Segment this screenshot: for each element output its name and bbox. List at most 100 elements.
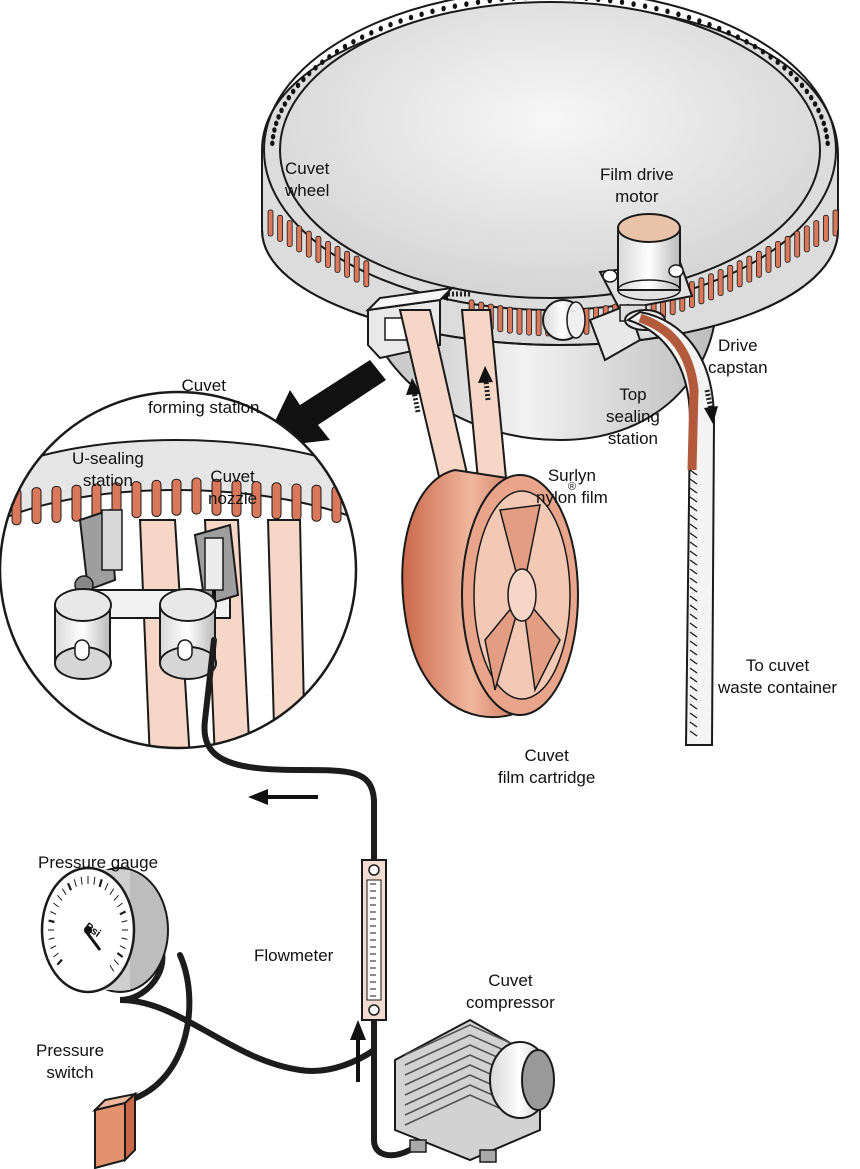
rim-hole bbox=[620, 0, 624, 5]
cuvet-slot bbox=[804, 226, 809, 252]
cuvet-slot bbox=[316, 236, 321, 262]
rim-hole bbox=[809, 95, 813, 101]
detail-cuvet-slot bbox=[172, 479, 181, 515]
rim-hole bbox=[631, 1, 635, 7]
cuvet-slot bbox=[699, 278, 704, 304]
rim-hole bbox=[823, 127, 827, 133]
rim-hole bbox=[697, 18, 701, 24]
rim-hole bbox=[707, 22, 711, 28]
rim-hole bbox=[776, 59, 780, 65]
rim-hole bbox=[512, 0, 516, 1]
rim-hole bbox=[805, 89, 809, 95]
rim-hole bbox=[768, 54, 772, 60]
u-sealer-cylinder bbox=[55, 589, 111, 679]
rim-hole bbox=[335, 49, 339, 55]
cuvet-slot bbox=[287, 221, 292, 247]
rim-hole bbox=[826, 141, 830, 147]
rim-hole bbox=[464, 1, 468, 7]
detail-cuvet-slot bbox=[332, 486, 341, 522]
wheel-inner-dish bbox=[280, 2, 820, 298]
rim-hole bbox=[307, 71, 311, 77]
rim-hole bbox=[643, 3, 647, 9]
cuvet-slot bbox=[756, 251, 761, 277]
cuvet-slot bbox=[728, 265, 733, 291]
rim-hole bbox=[291, 89, 295, 95]
rim-hole bbox=[453, 3, 457, 9]
cuvet-slot bbox=[718, 270, 723, 296]
rim-hole bbox=[343, 44, 347, 50]
label-drive-capstan: Drivecapstan bbox=[708, 335, 768, 379]
rim-hole bbox=[488, 0, 492, 3]
rim-hole bbox=[819, 114, 823, 120]
rim-hole bbox=[409, 15, 413, 21]
label-cuvet-nozzle: Cuvetnozzle bbox=[208, 466, 257, 510]
rim-hole bbox=[654, 6, 658, 12]
cuvet-slot bbox=[766, 246, 771, 272]
detail-cuvet-slot bbox=[192, 478, 201, 514]
detail-cuvet-slot bbox=[292, 484, 301, 520]
label-u-sealing-station: U-sealingstation bbox=[72, 448, 144, 492]
rim-hole bbox=[270, 141, 274, 147]
cuvet-slot bbox=[814, 221, 819, 247]
cuvet-slot bbox=[335, 246, 340, 272]
rim-hole bbox=[608, 0, 612, 3]
rim-hole bbox=[813, 101, 817, 107]
rim-hole bbox=[736, 34, 740, 40]
cuvet-compressor bbox=[395, 1020, 554, 1162]
label-to-waste: To cuvetwaste container bbox=[718, 655, 837, 699]
rim-hole bbox=[360, 34, 364, 40]
detail-cuvet-slot bbox=[152, 480, 161, 516]
flowmeter bbox=[362, 860, 386, 1020]
cuvet-slot bbox=[306, 231, 311, 257]
rim-hole bbox=[301, 77, 305, 83]
rim-hole bbox=[761, 49, 765, 55]
rim-hole bbox=[822, 121, 826, 127]
cuvet-slot bbox=[536, 310, 541, 336]
cuvet-slot bbox=[498, 306, 503, 332]
rim-hole bbox=[369, 30, 373, 36]
nozzle-cylinder bbox=[160, 589, 216, 679]
cuvet-slot bbox=[517, 308, 522, 334]
rim-hole bbox=[287, 95, 291, 101]
cuvet-slot bbox=[364, 261, 369, 287]
cuvet-slot bbox=[354, 256, 359, 282]
rim-hole bbox=[327, 54, 331, 60]
detail-cuvet-slot bbox=[312, 485, 321, 521]
cuvet-slot bbox=[278, 215, 283, 241]
rim-hole bbox=[794, 77, 798, 83]
cuvet-slot bbox=[823, 215, 828, 241]
rim-hole bbox=[596, 0, 600, 2]
rim-hole bbox=[272, 127, 276, 133]
rim-hole bbox=[687, 15, 691, 21]
rim-hole bbox=[274, 121, 278, 127]
rim-hole bbox=[800, 83, 804, 89]
rim-hole bbox=[753, 44, 757, 50]
rim-hole bbox=[500, 0, 504, 2]
cuvet-slot bbox=[527, 309, 532, 335]
cuvet-slot bbox=[345, 251, 350, 277]
detail-cuvet-slot bbox=[32, 488, 41, 524]
rim-hole bbox=[727, 30, 731, 36]
label-pressure-gauge: Pressure gauge bbox=[38, 852, 158, 874]
rim-hole bbox=[283, 101, 287, 107]
detail-cuvet-slot bbox=[52, 486, 61, 522]
cuvet-slot bbox=[785, 236, 790, 262]
rim-hole bbox=[789, 71, 793, 77]
rim-hole bbox=[430, 9, 434, 15]
rim-hole bbox=[441, 6, 445, 12]
pressure-gauge: Psi bbox=[42, 868, 168, 992]
rim-hole bbox=[313, 65, 317, 71]
rim-hole bbox=[717, 26, 721, 32]
rim-hole bbox=[351, 39, 355, 45]
rim-hole bbox=[320, 59, 324, 65]
rim-hole bbox=[419, 12, 423, 18]
cuvet-slot bbox=[747, 256, 752, 282]
cuvet-slot bbox=[776, 241, 781, 267]
label-cuvet-forming-station: Cuvetforming station bbox=[148, 375, 260, 419]
rim-hole bbox=[279, 108, 283, 114]
label-film-cartridge: Cuvetfilm cartridge bbox=[498, 745, 595, 789]
